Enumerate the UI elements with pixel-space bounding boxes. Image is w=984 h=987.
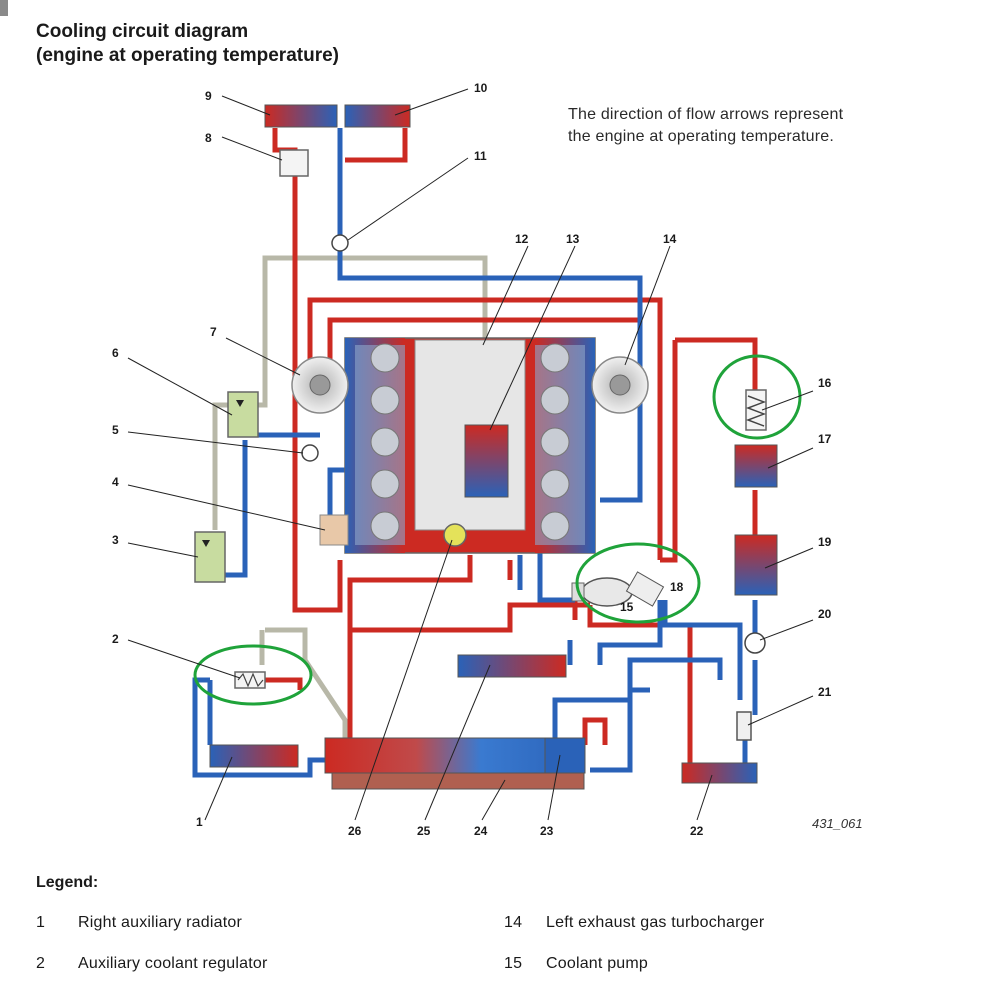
pump-20 [744,632,766,654]
component-19 [734,534,778,596]
component-25 [457,654,567,678]
left-turbocharger-14-hub [609,374,631,396]
radiator-23-end-tank [544,737,586,774]
reservoir-3-marker [202,540,210,547]
label-9: 9 [205,89,212,103]
legend-title: Legend: [36,874,99,891]
corner-marker [0,0,8,16]
legend-item-text: Coolant pump [546,955,649,972]
legend-item-number: 1 [36,914,46,931]
thermostat-26 [443,523,467,547]
label-24: 24 [474,824,488,838]
label-25: 25 [417,824,431,838]
label-13: 13 [566,232,580,246]
label-20: 20 [818,607,832,621]
component-number-labels: 1 2 3 4 5 6 7 8 9 10 11 12 13 14 15 16 1… [112,81,863,838]
left-cylinders [370,343,400,541]
legend-item-text: Right auxiliary radiator [78,914,242,931]
regulator-2-spring [237,672,264,688]
valve-5 [301,444,319,462]
highlight-2 [193,644,313,706]
legend-item-number: 15 [504,955,523,972]
main-radiator-23 [324,737,586,774]
cold-lines [192,128,758,778]
component-17 [734,444,778,488]
label-1: 1 [196,815,203,829]
highlight-16 [712,354,802,440]
legend-item-number: 2 [36,955,46,972]
label-4: 4 [112,475,119,489]
label-19: 19 [818,535,832,549]
label-21: 21 [818,685,832,699]
figure-reference: 431_061 [812,816,863,831]
legend-item-text: Auxiliary coolant regulator [78,955,268,972]
radiator-22 [681,762,758,784]
label-16: 16 [818,376,832,390]
label-26: 26 [348,824,362,838]
regulator-16-spring [745,395,767,427]
label-10: 10 [474,81,488,95]
flow-note: The direction of flow arrows represent t… [568,104,843,148]
heater-core-10 [344,104,411,128]
label-15: 15 [620,600,634,614]
right-auxiliary-radiator-1 [209,744,299,768]
label-14: 14 [663,232,677,246]
highlight-15-18 [575,542,701,624]
cooling-circuit-diagram: 1 2 3 4 5 6 7 8 9 10 11 12 13 14 15 16 1… [112,81,863,838]
label-11: 11 [474,149,487,163]
label-6: 6 [112,346,119,360]
label-8: 8 [205,131,212,145]
component-8 [279,149,309,177]
label-22: 22 [690,824,704,838]
label-17: 17 [818,432,832,446]
leader-lines [127,88,814,821]
flow-note-line-1: The direction of flow arrows represent [568,106,844,123]
component-13 [464,424,509,498]
page-title: Cooling circuit diagram (engine at opera… [36,20,339,68]
regulator-16 [745,389,767,431]
right-cylinders [540,343,570,541]
label-7: 7 [210,325,217,339]
heater-core-9 [264,104,338,128]
label-18: 18 [670,580,684,594]
highlight-ellipses [193,354,802,706]
title-line-1: Cooling circuit diagram [36,21,249,42]
hot-lines [255,128,758,765]
expansion-tank-6 [227,391,259,438]
legend-item-number: 14 [504,914,523,931]
radiator-24 [331,772,585,790]
non-return-valve-11 [331,234,349,252]
flow-note-line-2: the engine at operating temperature. [568,128,835,145]
label-3: 3 [112,533,119,547]
legend-item-text: Left exhaust gas turbocharger [546,914,765,931]
label-23: 23 [540,824,554,838]
reservoir-3 [194,531,226,583]
label-12: 12 [515,232,529,246]
label-2: 2 [112,632,119,646]
tank-6-marker [236,400,244,407]
label-5: 5 [112,423,119,437]
component-18 [625,571,665,607]
title-line-2: (engine at operating temperature) [36,45,339,66]
valve-21 [736,711,752,741]
right-turbocharger-7-hub [309,374,331,396]
